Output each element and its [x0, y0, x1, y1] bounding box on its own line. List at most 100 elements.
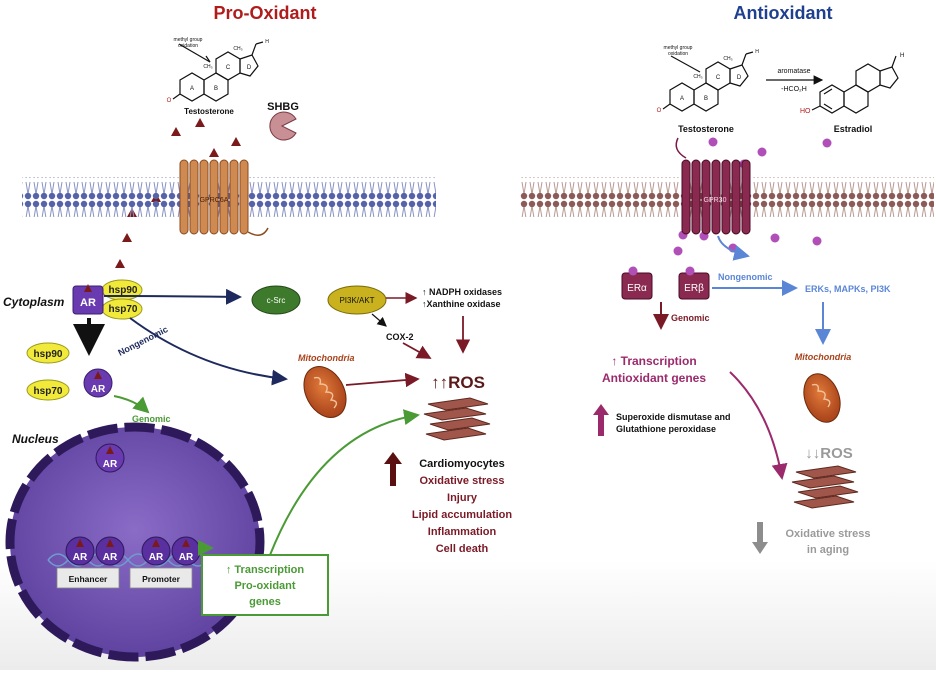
- nongenomic-label-right: Nongenomic: [718, 272, 773, 282]
- hsp90-label-free: hsp90: [34, 349, 63, 360]
- decrease-arrow-stress: [752, 522, 768, 554]
- ring-a-left: A: [190, 86, 194, 92]
- increase-arrow-sod: [593, 404, 609, 436]
- gprc6a-label: GPRC6A: [200, 197, 229, 204]
- methyl-note-right-1: methyl group: [664, 45, 693, 51]
- er-alpha-label: ERα: [627, 283, 647, 294]
- methyl-note-left-2: oxidation: [178, 43, 198, 49]
- mitochondrion-right: [803, 373, 841, 423]
- antioxidant-title: Antioxidant: [734, 3, 833, 23]
- transcription-to-cardio-right: [729, 371, 788, 480]
- testosterone-structure-right: [662, 51, 754, 112]
- estradiol-structure: [811, 55, 899, 114]
- effect-inflammation: Inflammation: [428, 526, 497, 538]
- hco2h-label: -HCO₂H: [781, 86, 807, 93]
- er-beta: [678, 266, 710, 300]
- ar-label-free: AR: [91, 384, 106, 395]
- promoter-label: Promoter: [142, 574, 180, 584]
- cardiomyocytes-right: [791, 465, 859, 509]
- sod-line-1: Superoxide dismutase and: [616, 412, 731, 422]
- shbg-shape: [269, 111, 297, 141]
- pi3k-to-cox2-arrow: [371, 313, 387, 327]
- effect-injury: Injury: [447, 492, 478, 504]
- ar-free: [83, 368, 113, 398]
- gper-down-arrow: [717, 235, 750, 261]
- stress-line-1: Oxidative stress: [786, 528, 871, 540]
- hsp70-free: [26, 379, 70, 401]
- effect-cardiomyocytes: Cardiomyocytes: [419, 458, 505, 470]
- csrc-label: c-Src: [267, 296, 286, 305]
- pi3k-node: [327, 285, 387, 315]
- gprc6a-tail: [247, 227, 269, 236]
- ring-a-right: A: [680, 96, 684, 102]
- er-beta-label: ERβ: [684, 283, 704, 294]
- transcription-right-1: ↑ Transcription: [611, 354, 696, 368]
- ring-d-left: D: [247, 65, 252, 71]
- ar-dimer-promoter: [141, 536, 201, 566]
- nucleus-label: Nucleus: [12, 432, 59, 446]
- enhancer-label: Enhancer: [69, 574, 108, 584]
- ar-label-enh-1: AR: [73, 552, 88, 563]
- testosterone-structure-left: [172, 41, 264, 102]
- gpr30-label: GPR30: [704, 197, 727, 204]
- ring-c-left: C: [226, 65, 231, 71]
- methyl-note-right-2: oxidation: [668, 51, 688, 57]
- transcription-box-left: [201, 554, 329, 616]
- genomic-label-left: Genomic: [132, 414, 171, 424]
- estradiol-ho: HO: [800, 108, 811, 115]
- hsp70-label-complex: hsp70: [109, 304, 138, 315]
- cox2-to-ros-arrow: [402, 342, 432, 359]
- gprc6a-receptor: [179, 159, 249, 235]
- mito-to-ros-arrow: [345, 372, 420, 388]
- ar-label-complex: AR: [80, 297, 96, 309]
- ch3-upper-right: CH₃: [723, 56, 732, 62]
- ketone-o-right: O: [657, 108, 662, 114]
- ar-label-pro-1: AR: [149, 552, 164, 563]
- testosterone-label-left: Testosterone: [184, 107, 234, 116]
- cardiomyocytes-left: [423, 397, 491, 441]
- stress-line-2: in aging: [807, 544, 849, 556]
- effect-cell-death: Cell death: [436, 543, 489, 555]
- xanthine-label: ↑Xanthine oxidase: [422, 299, 501, 309]
- csrc-node: [251, 285, 301, 315]
- hsp90-free: [26, 342, 70, 364]
- ar-free-ligand: [94, 371, 102, 379]
- ring-b-right: B: [704, 96, 708, 102]
- ch3-upper-left: CH₃: [233, 46, 242, 52]
- estradiol-label: Estradiol: [834, 124, 873, 134]
- ar-hsp-complex: [72, 279, 143, 320]
- nadph-label: ↑ NADPH oxidases: [422, 287, 502, 297]
- cytoplasm-label: Cytoplasm: [3, 295, 65, 309]
- transcription-left-1: ↑ Transcription: [226, 564, 305, 576]
- erks-label: ERKs, MAPKs, PI3K: [805, 284, 891, 294]
- effect-oxidative-stress: Oxidative stress: [420, 475, 505, 487]
- genomic-label-right: Genomic: [671, 313, 710, 323]
- methyl-note-left-1: methyl group: [174, 37, 203, 43]
- ros-label-left: ↑↑ROS: [431, 373, 485, 392]
- nongenomic-arrow-mito: [129, 317, 288, 386]
- ar-nuclear-ligand: [106, 446, 114, 454]
- ring-c-right: C: [716, 75, 721, 81]
- er-alpha: [621, 266, 653, 300]
- hydroxyl-h-left: H: [265, 39, 269, 45]
- aromatase-label: aromatase: [777, 68, 810, 75]
- pro-oxidant-title: Pro-Oxidant: [213, 3, 316, 23]
- sod-line-2: Glutathione peroxidase: [616, 424, 716, 434]
- nongenomic-arrow-csrc: [103, 288, 242, 305]
- cell-membrane-left: [22, 177, 436, 217]
- cox2-label: COX-2: [386, 332, 414, 342]
- effect-lipid: Lipid accumulation: [412, 509, 513, 521]
- hsp70-label-free: hsp70: [34, 386, 63, 397]
- transcription-right-2: Antioxidant genes: [602, 371, 706, 385]
- ch3-lower-right: CH₃: [693, 74, 702, 80]
- mitochondrion-left: [303, 366, 347, 418]
- mitochondria-label-right: Mitochondria: [795, 352, 852, 362]
- ar-label-pro-2: AR: [179, 552, 194, 563]
- ch3-lower-left: CH₃: [203, 64, 212, 70]
- ring-d-right: D: [737, 75, 742, 81]
- ros-label-right: ↓↓ROS: [805, 445, 853, 462]
- transcription-left-3: genes: [249, 596, 281, 608]
- transcription-to-cardio-arrow: [269, 409, 420, 556]
